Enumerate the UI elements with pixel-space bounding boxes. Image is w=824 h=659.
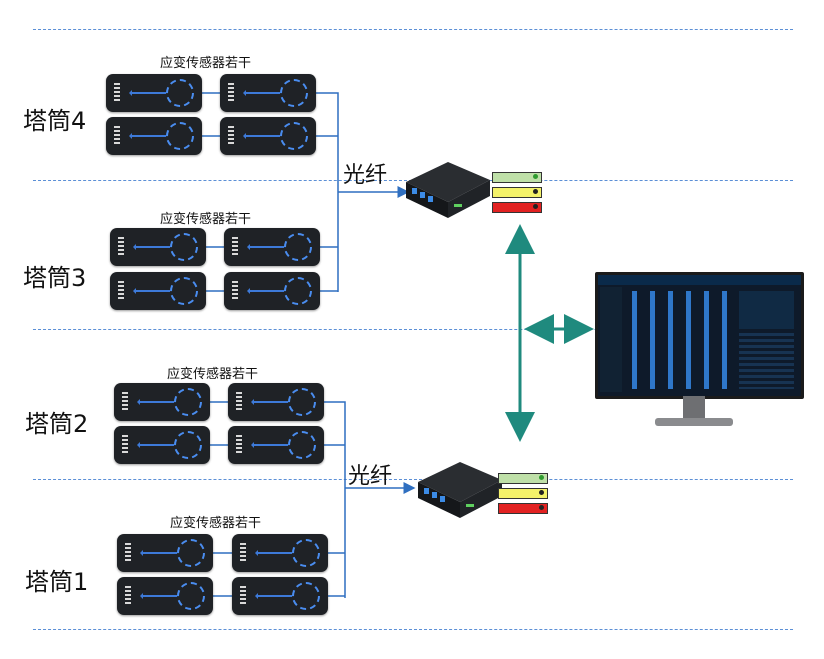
strain-sensor-icon [114,383,210,421]
strain-sensor-icon [117,534,213,572]
monitor-icon [595,272,804,399]
strain-sensor-icon [232,577,328,615]
tower-label-3: 塔筒3 [23,264,87,292]
tower-label-1: 塔筒1 [25,568,89,596]
server-stack-icon [498,473,548,518]
strain-sensor-icon [117,577,213,615]
fiber-label: 光纤 [348,464,393,489]
tower-label-4: 塔筒4 [23,107,87,135]
separator-line [33,479,793,480]
sensor-caption: 应变传感器若干 [167,367,259,382]
monitor-stand [683,396,705,420]
strain-sensor-icon [224,272,320,310]
sensor-caption: 应变传感器若干 [160,56,252,71]
strain-sensor-icon [228,383,324,421]
sensor-caption: 应变传感器若干 [160,212,252,227]
strain-sensor-icon [110,228,206,266]
tower-label-2: 塔筒2 [25,410,89,438]
demodulator-device-icon [406,162,490,218]
fiber-label: 光纤 [343,163,388,188]
demodulator-device-icon [418,462,502,518]
separator-line [33,29,793,30]
strain-sensor-icon [114,426,210,464]
strain-sensor-icon [106,74,202,112]
strain-sensor-icon [220,117,316,155]
monitor-grid [626,291,734,389]
sensor-caption: 应变传感器若干 [170,516,262,531]
strain-sensor-icon [220,74,316,112]
strain-sensor-icon [106,117,202,155]
monitor-base [655,418,733,426]
strain-sensor-icon [232,534,328,572]
separator-line [33,629,793,630]
separator-line [33,329,793,330]
strain-sensor-icon [228,426,324,464]
server-stack-icon [492,172,542,217]
strain-sensor-icon [224,228,320,266]
strain-sensor-icon [110,272,206,310]
